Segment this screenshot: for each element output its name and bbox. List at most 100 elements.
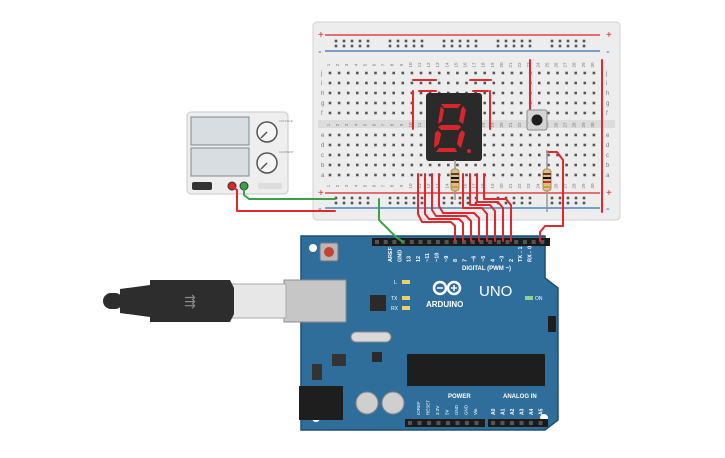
rail-hole[interactable] <box>466 44 470 48</box>
breadboard-hole[interactable] <box>510 163 514 167</box>
analog-pin-socket[interactable] <box>500 421 505 425</box>
breadboard-hole[interactable] <box>392 81 395 85</box>
power-switch[interactable] <box>192 182 212 190</box>
rail-hole[interactable] <box>342 196 346 200</box>
breadboard-hole[interactable] <box>547 101 550 105</box>
digital-pin-socket[interactable] <box>444 240 449 244</box>
digital-pin-socket[interactable] <box>522 240 527 244</box>
breadboard-hole[interactable] <box>328 163 332 167</box>
breadboard-hole[interactable] <box>328 91 332 95</box>
rail-hole[interactable] <box>342 39 346 43</box>
breadboard-hole[interactable] <box>519 71 523 75</box>
breadboard-hole[interactable] <box>356 153 359 157</box>
breadboard-hole[interactable] <box>401 111 405 115</box>
breadboard-hole[interactable] <box>346 71 350 75</box>
breadboard-hole[interactable] <box>483 143 486 147</box>
wires[interactable] <box>231 59 603 243</box>
breadboard-hole[interactable] <box>365 91 368 95</box>
rail-hole[interactable] <box>504 44 508 48</box>
rail-hole[interactable] <box>528 39 532 43</box>
breadboard-hole[interactable] <box>419 133 423 137</box>
breadboard-hole[interactable] <box>474 81 477 85</box>
rail-hole[interactable] <box>350 44 354 48</box>
rail-hole[interactable] <box>334 201 338 205</box>
rail-hole[interactable] <box>358 39 362 43</box>
wire-segment[interactable] <box>462 173 488 242</box>
breadboard-hole[interactable] <box>365 71 368 75</box>
breadboard-hole[interactable] <box>501 101 505 105</box>
rail-hole[interactable] <box>550 44 554 48</box>
breadboard-hole[interactable] <box>374 71 377 75</box>
breadboard-hole[interactable] <box>337 101 341 105</box>
power-pin-socket[interactable] <box>417 421 422 425</box>
digital-pin-socket[interactable] <box>479 240 484 244</box>
breadboard-hole[interactable] <box>383 71 386 75</box>
rail-hole[interactable] <box>466 201 470 205</box>
breadboard-hole[interactable] <box>447 71 450 75</box>
breadboard-hole[interactable] <box>483 101 486 105</box>
breadboard-hole[interactable] <box>410 101 414 105</box>
wire-segment[interactable] <box>483 173 512 242</box>
breadboard-hole[interactable] <box>328 71 332 75</box>
breadboard-hole[interactable] <box>483 153 486 157</box>
breadboard-hole[interactable] <box>383 143 386 147</box>
breadboard-hole[interactable] <box>574 101 577 105</box>
breadboard-hole[interactable] <box>410 81 414 85</box>
breadboard-hole[interactable] <box>556 133 559 137</box>
breadboard-hole[interactable] <box>547 153 550 157</box>
breadboard-hole[interactable] <box>356 81 359 85</box>
breadboard-hole[interactable] <box>510 71 514 75</box>
digital-pin-socket[interactable] <box>531 240 536 244</box>
breadboard-hole[interactable] <box>465 81 468 85</box>
push-button-cap[interactable] <box>531 114 543 126</box>
breadboard-hole[interactable] <box>492 91 496 95</box>
breadboard-hole[interactable] <box>501 71 505 75</box>
breadboard-hole[interactable] <box>528 163 532 167</box>
rail-hole[interactable] <box>574 39 578 43</box>
breadboard-hole[interactable] <box>328 81 332 85</box>
breadboard-hole[interactable] <box>437 81 441 85</box>
breadboard-hole[interactable] <box>492 153 496 157</box>
breadboard-hole[interactable] <box>510 91 514 95</box>
breadboard-hole[interactable] <box>583 111 587 115</box>
breadboard-hole[interactable] <box>392 133 395 137</box>
digital-pin-socket[interactable] <box>540 240 545 244</box>
breadboard-hole[interactable] <box>519 111 523 115</box>
power-pin-socket[interactable] <box>446 421 450 425</box>
breadboard-hole[interactable] <box>374 153 377 157</box>
breadboard-hole[interactable] <box>565 173 568 177</box>
breadboard-hole[interactable] <box>528 133 532 137</box>
breadboard-hole[interactable] <box>401 81 405 85</box>
breadboard-hole[interactable] <box>510 101 514 105</box>
rail-hole[interactable] <box>412 39 416 43</box>
breadboard-hole[interactable] <box>565 133 568 137</box>
breadboard-hole[interactable] <box>410 71 414 75</box>
rail-hole[interactable] <box>474 44 478 48</box>
rail-hole[interactable] <box>420 44 424 48</box>
breadboard-hole[interactable] <box>447 163 450 167</box>
digital-pin-socket[interactable] <box>453 240 458 244</box>
rail-hole[interactable] <box>350 196 354 200</box>
breadboard-hole[interactable] <box>547 71 550 75</box>
rail-hole[interactable] <box>550 39 554 43</box>
breadboard-hole[interactable] <box>419 163 423 167</box>
breadboard-hole[interactable] <box>501 111 505 115</box>
rail-hole[interactable] <box>404 39 408 43</box>
breadboard-hole[interactable] <box>465 173 468 177</box>
rail-hole[interactable] <box>566 201 570 205</box>
rail-hole[interactable] <box>396 44 400 48</box>
breadboard-hole[interactable] <box>574 173 577 177</box>
breadboard-hole[interactable] <box>410 91 414 95</box>
breadboard-hole[interactable] <box>538 91 541 95</box>
rail-hole[interactable] <box>528 44 532 48</box>
breadboard-hole[interactable] <box>583 101 587 105</box>
breadboard-hole[interactable] <box>492 101 496 105</box>
power-pin-socket[interactable] <box>427 421 431 425</box>
breadboard-hole[interactable] <box>337 143 341 147</box>
breadboard-hole[interactable] <box>492 173 496 177</box>
rail-hole[interactable] <box>342 201 346 205</box>
breadboard-hole[interactable] <box>365 81 368 85</box>
rail-hole[interactable] <box>334 39 338 43</box>
breadboard-hole[interactable] <box>365 143 368 147</box>
